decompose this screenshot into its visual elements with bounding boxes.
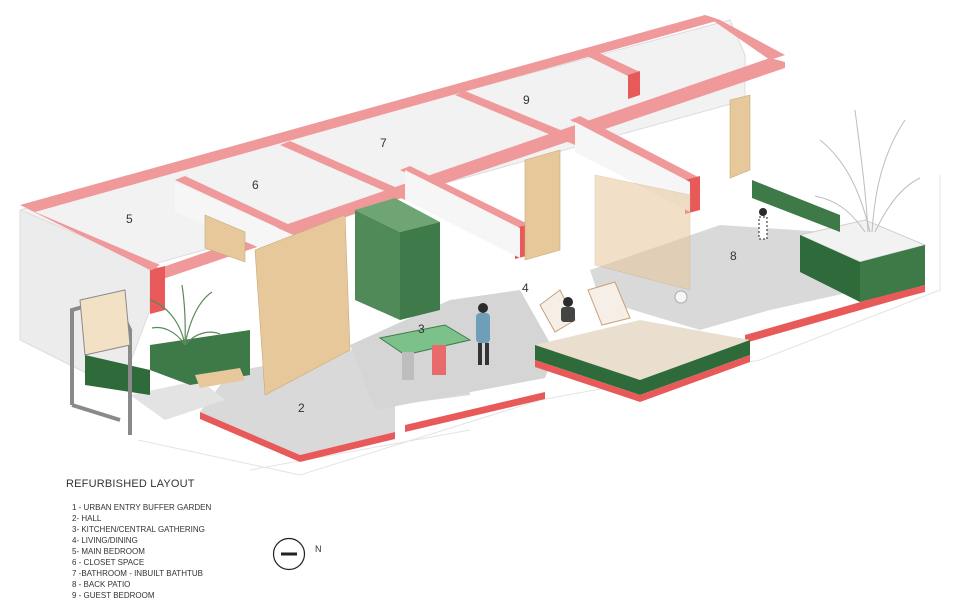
partition-cap-room4: [400, 166, 530, 230]
wall-cap-right-end: [705, 15, 785, 60]
island-leg-red: [432, 345, 446, 375]
room-number-4: 4: [522, 281, 529, 295]
back-patio-planter: [752, 109, 927, 309]
butterfly-chair-2: [587, 281, 631, 326]
island-leg-grey: [402, 352, 414, 380]
hall-floor-edge: [200, 412, 300, 462]
partition-cap-9-right: [585, 51, 640, 77]
child-figure: [758, 208, 768, 240]
partition-cap-room8: [570, 116, 700, 183]
partition-face-b: [405, 170, 520, 258]
legend-item: 8 - BACK PATIO: [72, 580, 131, 589]
room-number-7: 7: [380, 136, 387, 150]
room-number-5: 5: [126, 212, 133, 226]
person-standing: [476, 303, 490, 365]
wall-cap-front: [150, 58, 785, 280]
legend-title: REFURBISHED LAYOUT: [66, 478, 195, 490]
cabinet-front: [355, 210, 400, 320]
long-planter: [752, 180, 840, 232]
person-sitting: [561, 297, 575, 322]
timber-panels: [204, 94, 751, 396]
cabinet-top: [355, 198, 440, 232]
wall-cap-left: [20, 205, 160, 270]
sunken-platform-top: [535, 320, 750, 380]
partition-cap-6-7: [280, 141, 420, 203]
palm-plant: [149, 284, 221, 346]
partition-face-a: [175, 182, 300, 265]
people: [476, 208, 768, 365]
sunken-platform-green: [535, 345, 640, 395]
kitchen-cabinet: [355, 198, 440, 320]
green-planter-front: [85, 355, 150, 395]
legend-item: 1 - URBAN ENTRY BUFFER GARDEN: [72, 503, 212, 512]
timber-door-6: [204, 214, 246, 263]
legend-item: 3- KITCHEN/CENTRAL GATHERING: [72, 525, 205, 534]
garden-ground: [130, 380, 225, 420]
sunken-platform-red: [535, 360, 640, 402]
cabinet-side: [400, 222, 440, 320]
patio-planter-front: [800, 235, 860, 302]
timber-wardrobe: [254, 214, 351, 396]
room-number-2: 2: [298, 401, 305, 415]
patio-planter-red: [860, 285, 925, 309]
legend-item: 7 -BATHROOM - INBUILT BATHTUB: [72, 569, 203, 578]
compass-label: N: [315, 544, 322, 554]
legend-item: 2- HALL: [72, 514, 102, 523]
walls: [19, 15, 785, 391]
room-number-6: 6: [252, 178, 259, 192]
grass-plant: [814, 109, 921, 233]
legend: REFURBISHED LAYOUT 1 - URBAN ENTRY BUFFE…: [66, 478, 211, 601]
entry-garden: [70, 284, 250, 435]
timber-door-4: [524, 149, 561, 261]
room-number-8: 8: [730, 249, 737, 263]
kitchen-island: [378, 324, 472, 380]
partition-cap-5-6: [175, 176, 305, 238]
sunken-platform-red-2: [640, 355, 750, 402]
floor-lamp: [674, 290, 688, 304]
wall-cap-back: [20, 15, 720, 212]
legend-item: 6 - CLOSET SPACE: [72, 558, 145, 567]
timber-bench: [195, 368, 245, 388]
legend-item: 9 - GUEST BEDROOM: [72, 591, 155, 600]
living-floor-edge: [405, 392, 545, 432]
patio-planter-side: [860, 245, 925, 302]
living-furniture: [535, 281, 750, 402]
island-top: [378, 324, 472, 356]
room-numbers: 2 3 4 5 6 7 8 9: [126, 93, 737, 415]
sunken-platform-green-2: [640, 340, 750, 395]
legend-item: 4- LIVING/DINING: [72, 536, 138, 545]
room-number-9: 9: [523, 93, 530, 107]
hall-floor-edge-2: [300, 432, 395, 462]
wall-cut-5: [628, 71, 640, 99]
entry-window: [79, 289, 131, 356]
legend-list: 1 - URBAN ENTRY BUFFER GARDEN 2- HALL 3-…: [66, 502, 211, 601]
living-floor: [350, 290, 555, 410]
timber-door-8: [729, 94, 751, 179]
legend-item: 5- MAIN BEDROOM: [72, 547, 145, 556]
room-number-3: 3: [418, 322, 425, 336]
north-arrow-icon: [272, 537, 306, 571]
partition-cap-7-9: [455, 91, 585, 145]
timber-screen-8: [594, 174, 691, 291]
